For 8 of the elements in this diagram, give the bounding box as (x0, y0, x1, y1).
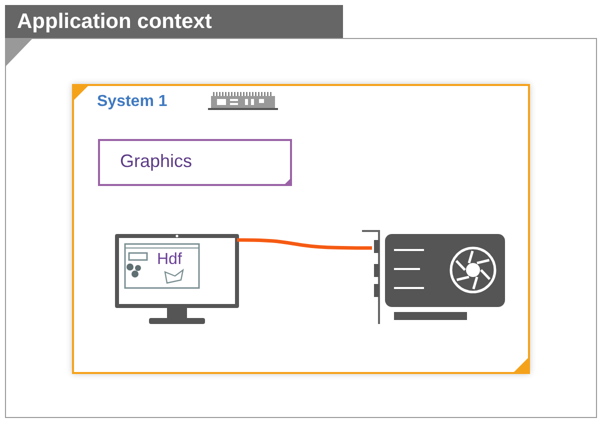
system-frame (72, 84, 530, 374)
title-bar: Application context (5, 5, 343, 38)
cable-line (237, 238, 372, 250)
component-label: Graphics (120, 151, 192, 172)
app-label: Hdf (157, 251, 182, 269)
system-heading: System 1 (97, 93, 168, 111)
component-box (98, 139, 292, 186)
graphics-card-drawing (362, 228, 507, 324)
